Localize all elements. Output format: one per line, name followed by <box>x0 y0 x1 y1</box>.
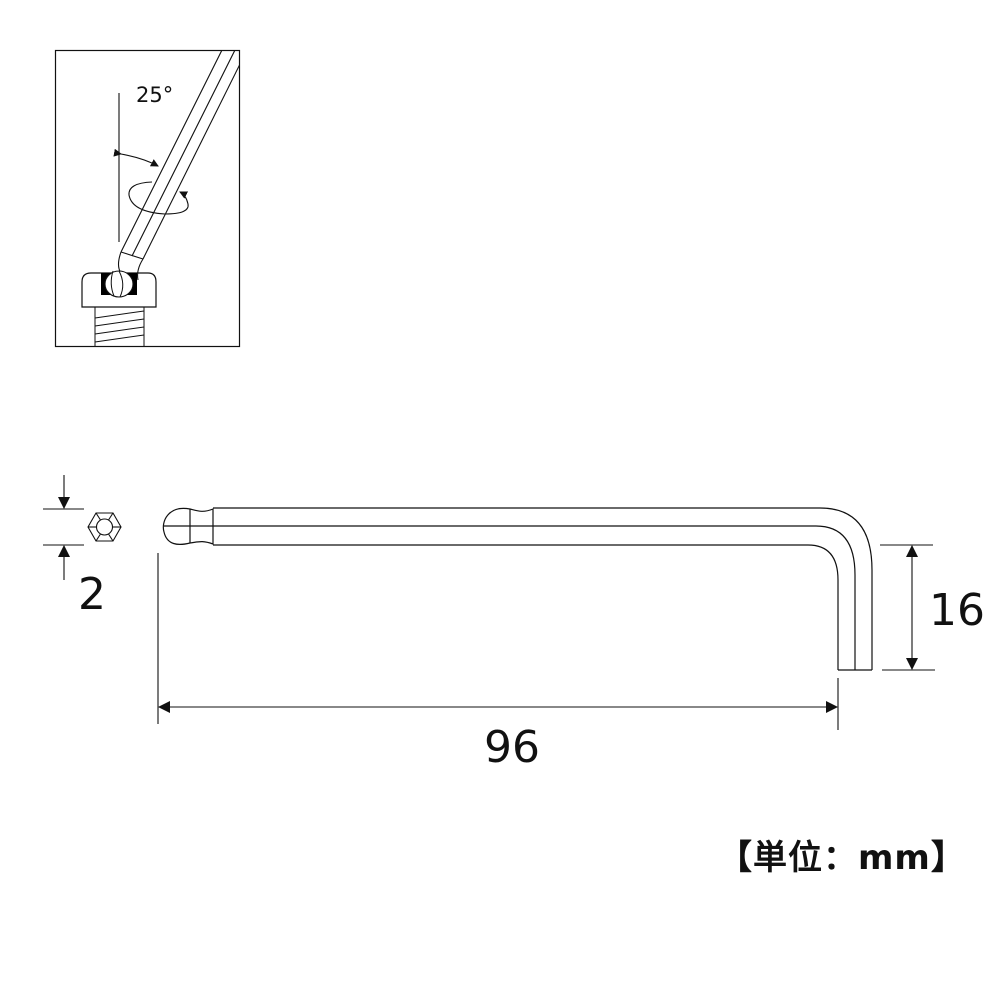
units-label: 【単位：mm】 <box>718 838 966 878</box>
total-length-label: 96 <box>484 722 540 773</box>
ball-end <box>104 270 134 298</box>
leg-length-label: 16 <box>929 585 985 636</box>
angle-arrow-icon <box>113 148 159 167</box>
total-length-dimension <box>157 553 839 730</box>
leg-length-dimension <box>880 544 935 671</box>
screw-thread-icon <box>94 307 145 346</box>
hex-profile-icon <box>87 512 122 542</box>
hex-size-dimension <box>43 475 84 580</box>
l-wrench-icon <box>162 507 873 671</box>
rotation-arrow-icon <box>128 181 189 215</box>
angle-label: 25° <box>136 83 173 107</box>
hex-size-label: 2 <box>78 569 106 620</box>
inset-detail: 25° <box>54 49 241 348</box>
tilted-wrench-icon <box>117 51 239 281</box>
